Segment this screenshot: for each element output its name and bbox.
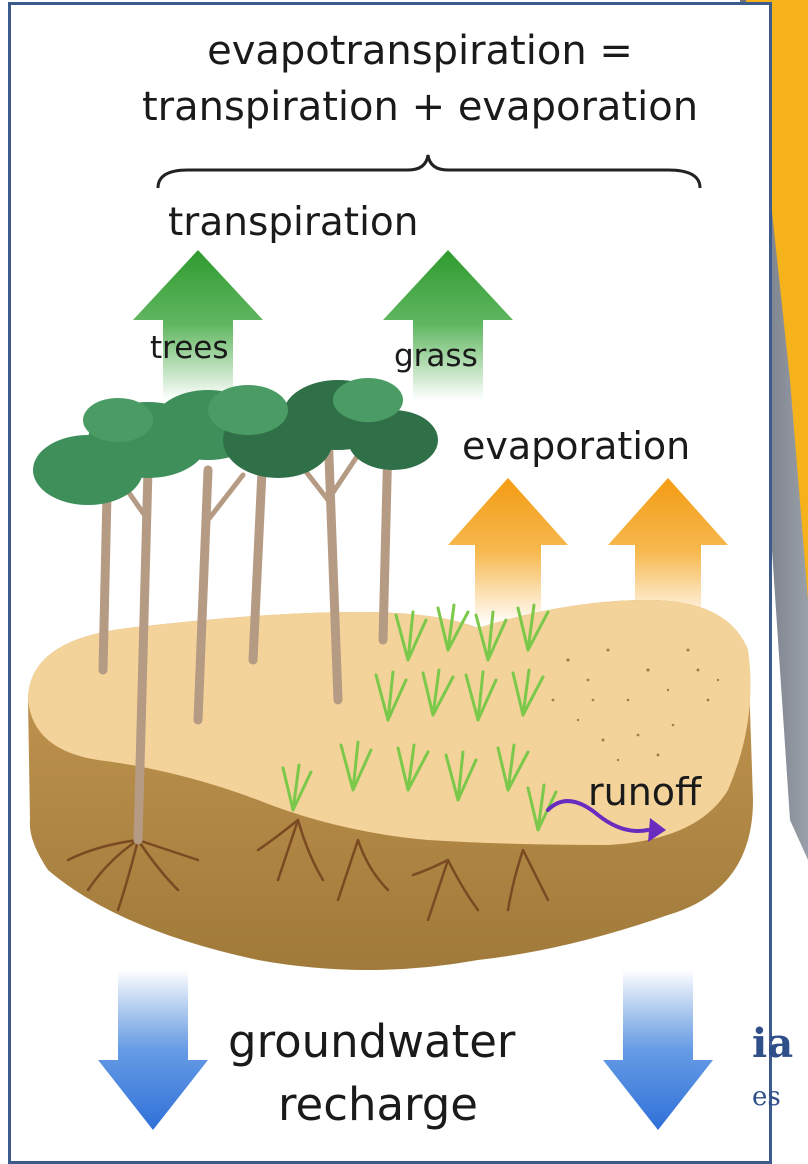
evapotranspiration-illustration [8,0,772,1157]
evaporation-label: evaporation [462,424,690,468]
groundwater-label: groundwater [228,1015,515,1068]
arrow-up-icon-evaporation-left [448,478,568,625]
formula-line-2: transpiration + evaporation [60,84,780,130]
arrow-up-icon-grass [383,250,513,400]
recharge-label: recharge [278,1078,478,1131]
arrow-up-icon-trees [133,250,263,400]
grass-label: grass [394,338,478,374]
background-text-fragment-a: ia [752,1020,793,1067]
arrow-down-icon-right [603,970,713,1130]
trees-label: trees [150,330,229,366]
transpiration-label: transpiration [168,200,419,245]
runoff-label: runoff [588,770,701,814]
formula-line-1: evapotranspiration = [60,28,780,74]
arrow-down-icon-left [98,970,208,1130]
brace-icon [158,155,700,188]
background-text-fragment-b: es [752,1082,781,1112]
